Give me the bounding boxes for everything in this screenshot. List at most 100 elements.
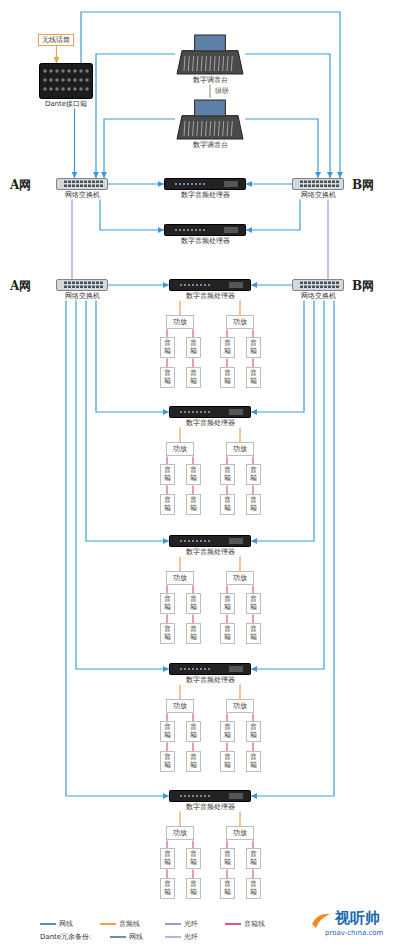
spk-label: 音箱 [164,851,171,866]
spk-label: 音箱 [164,724,171,739]
speaker-box: 音箱 [160,623,175,644]
connector [81,12,340,178]
dsp-label: 数字音频处理器 [169,803,251,811]
amplifier-box: 功放 [166,315,194,329]
amplifier-box: 功放 [166,826,194,840]
audio-processor: 数字音频处理器 [164,178,246,199]
spk-label: 音箱 [190,467,197,482]
connector [245,119,318,178]
switch-label: 网络交换机 [292,191,344,199]
legend-item: 网线 [110,933,143,941]
dsp-icon [169,535,251,547]
speaker-box: 音箱 [186,337,201,358]
spk-label: 音箱 [250,467,257,482]
dante-icon [39,63,93,99]
spk-label: 音箱 [250,626,257,641]
dante-label: Dante接口箱 [39,100,93,108]
amplifier-box: 功放 [226,571,254,585]
spk-label: 音箱 [190,370,197,385]
connector [239,684,240,699]
dsp-label: 数字音频处理器 [169,292,251,300]
network-label: A网 [10,178,31,192]
legend-text: 网线 [59,920,73,928]
connector [192,869,193,878]
connector [252,840,253,848]
spk-label: 音箱 [190,596,197,611]
logo-swoosh [312,914,330,928]
speaker-box: 音箱 [186,878,201,899]
dsp-icon [164,224,246,236]
speaker-box: 音箱 [160,367,175,388]
legend-heading: Dante冗余备份: [40,933,92,941]
spk-label: 音箱 [164,340,171,355]
connector [209,84,210,98]
speaker-box: 音箱 [220,721,235,742]
speaker-box: 音箱 [220,623,235,644]
connector [74,108,75,178]
connector [192,485,193,494]
connector [166,840,167,848]
switch-label: 网络交换机 [56,292,108,300]
spk-label: 音箱 [190,497,197,512]
spk-label: 音箱 [250,851,257,866]
amp-label: 功放 [233,574,247,582]
connector [239,300,240,315]
amp-label: 功放 [173,829,187,837]
console-icon [175,33,245,75]
switch-icon [292,279,344,291]
dsp-icon [169,406,251,418]
audio-processor: 数字音频处理器 [169,663,251,684]
connector [226,585,227,593]
amp-label: 功放 [173,445,187,453]
legend-item: 光纤 [165,933,198,941]
connector [76,300,169,669]
legend-text: 光纤 [184,933,198,941]
switch-icon [56,279,108,291]
legend-swatch [40,923,56,925]
legend-swatch [110,936,126,938]
speaker-box: 音箱 [186,367,201,388]
dsp-icon [164,178,246,190]
switch-label: 网络交换机 [56,191,108,199]
spk-label: 音箱 [250,340,257,355]
connector [166,329,167,337]
audio-processor: 数字音频处理器 [169,535,251,556]
speaker-box: 音箱 [220,367,235,388]
speaker-box: 音箱 [220,464,235,485]
spk-label: 音箱 [224,596,231,611]
connector [179,556,180,571]
spk-label: 音箱 [190,340,197,355]
dsp-label: 数字音频处理器 [169,548,251,556]
audio-processor: 数字音频处理器 [164,224,246,245]
network-switch: 网络交换机 [292,178,344,199]
connector [192,456,193,464]
speaker-box: 音箱 [186,593,201,614]
speaker-box: 音箱 [186,464,201,485]
audio-processor: 数字音频处理器 [169,279,251,300]
spk-label: 音箱 [190,724,197,739]
spk-label: 音箱 [164,370,171,385]
speaker-box: 音箱 [246,721,261,742]
spk-label: 音箱 [224,754,231,769]
console-label: 数字调音台 [175,141,245,149]
speaker-box: 音箱 [246,848,261,869]
connector [56,46,57,63]
spk-label: 音箱 [224,626,231,641]
amp-label: 功放 [233,445,247,453]
connector [166,456,167,464]
speaker-box: 音箱 [246,464,261,485]
speaker-box: 音箱 [246,494,261,515]
network-switch: 网络交换机 [56,279,108,300]
connector [192,840,193,848]
connector [226,713,227,721]
connector [226,840,227,848]
amplifier-box: 功放 [226,826,254,840]
dsp-label: 数字音频处理器 [164,237,246,245]
connector [86,300,169,541]
speaker-box: 音箱 [220,593,235,614]
audio-processor: 数字音频处理器 [169,790,251,811]
connector [166,713,167,721]
spk-label: 音箱 [224,370,231,385]
amp-label: 功放 [173,702,187,710]
spk-label: 音箱 [164,596,171,611]
